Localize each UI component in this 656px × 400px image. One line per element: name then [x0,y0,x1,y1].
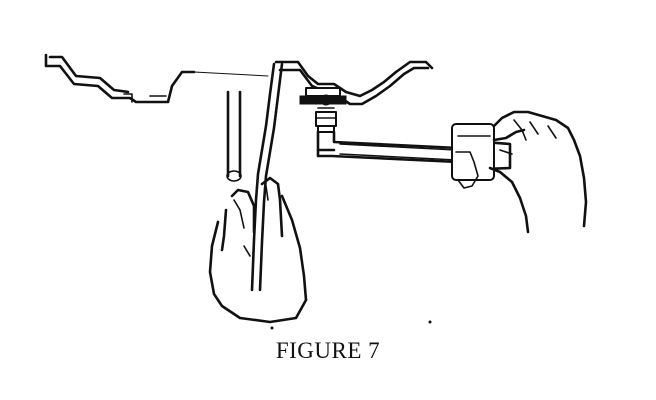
left-hand [208,176,308,324]
scan-speck [270,326,274,330]
tire-iron-bar [250,62,284,292]
figure-caption: FIGURE 7 [275,338,381,363]
vertical-rod [226,90,242,182]
rim-clamp-assembly [299,87,347,133]
wheel-rim-profile [44,53,434,106]
right-hand [451,110,588,234]
scan-speck [428,320,432,324]
